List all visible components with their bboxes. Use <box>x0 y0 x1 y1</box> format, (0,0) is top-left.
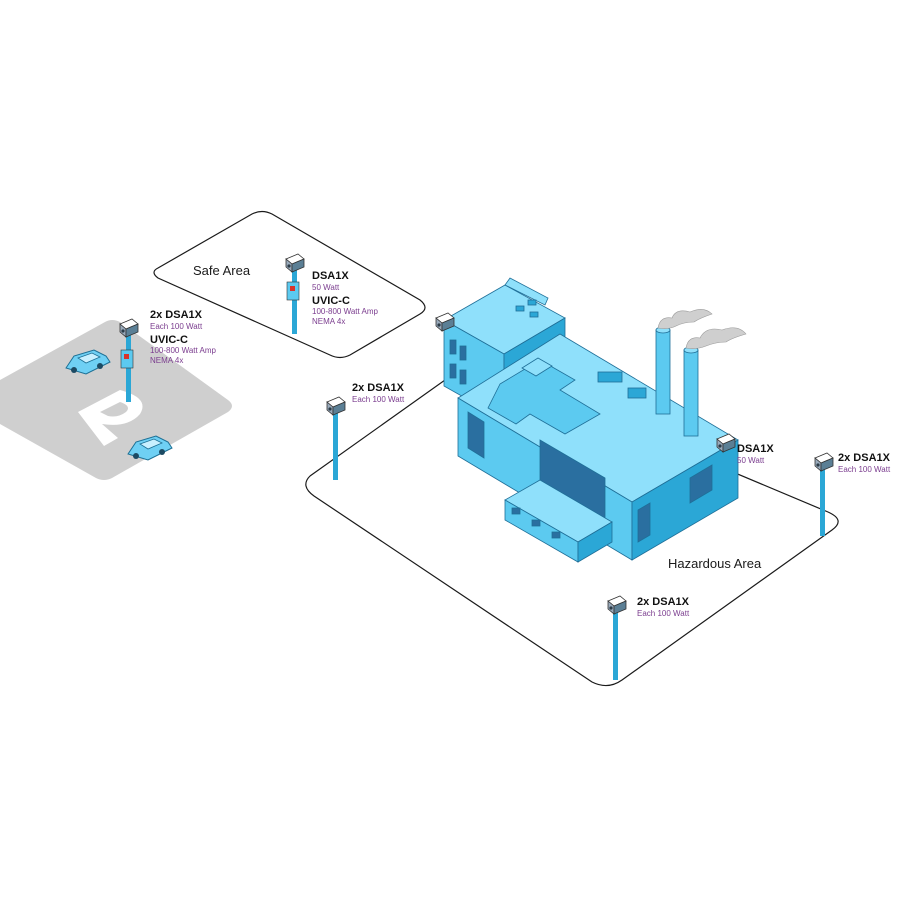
car-icon <box>65 349 111 375</box>
speaker-pole-west <box>326 396 346 480</box>
amp-rating: NEMA 4x <box>312 316 346 326</box>
device-watt: 50 Watt <box>312 282 340 292</box>
safe-area-boundary <box>153 210 426 359</box>
car-icon <box>127 435 173 461</box>
amp-rating: NEMA 4x <box>150 355 184 365</box>
device-name: 2x DSA1X <box>150 309 202 321</box>
speaker-pole-safe <box>285 253 305 334</box>
device-name: 2x DSA1X <box>637 596 689 608</box>
device-name: 2x DSA1X <box>352 382 404 394</box>
label-parking: 2x DSA1X Each 100 Watt UVIC-C 100-800 Wa… <box>150 309 216 365</box>
safe-area-title: Safe Area <box>193 263 251 278</box>
amp-name: UVIC-C <box>150 333 188 346</box>
device-name: DSA1X <box>312 270 349 282</box>
device-name: DSA1X <box>737 443 774 455</box>
amp-name: UVIC-C <box>312 294 350 307</box>
speaker-pole-east <box>814 452 834 536</box>
chimney-smoke <box>657 309 747 349</box>
device-watt: Each 100 Watt <box>150 321 203 331</box>
hazardous-area-title: Hazardous Area <box>668 556 762 571</box>
label-east: 2x DSA1X Each 100 Watt <box>838 452 890 474</box>
label-west: 2x DSA1X Each 100 Watt <box>352 382 404 404</box>
device-name: 2x DSA1X <box>838 452 890 464</box>
speaker-pole-south <box>607 595 627 680</box>
label-safe: DSA1X 50 Watt UVIC-C 100-800 Watt Amp NE… <box>312 270 378 326</box>
factory-building <box>443 277 739 563</box>
label-south: 2x DSA1X Each 100 Watt <box>637 596 689 618</box>
label-factory: DSA1X 50 Watt <box>737 443 774 465</box>
parking-lot <box>0 320 232 480</box>
device-watt: Each 100 Watt <box>838 464 891 474</box>
device-watt: Each 100 Watt <box>352 394 405 404</box>
hazardous-area-boundary <box>305 379 839 687</box>
speaker-pole-parking <box>119 318 139 402</box>
device-watt: Each 100 Watt <box>637 608 690 618</box>
device-watt: 50 Watt <box>737 455 765 465</box>
amp-spec: 100-800 Watt Amp <box>312 307 378 317</box>
amp-spec: 100-800 Watt Amp <box>150 346 216 356</box>
parking-p-sign <box>78 390 143 446</box>
